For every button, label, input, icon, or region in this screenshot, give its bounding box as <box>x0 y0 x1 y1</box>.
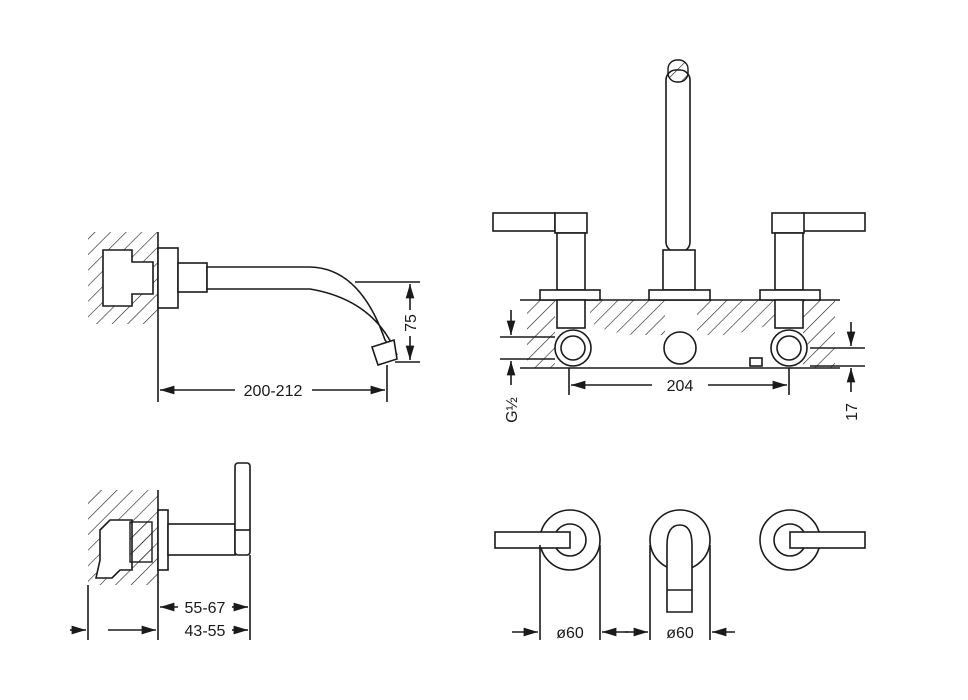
right-lever <box>789 531 866 549</box>
right-lever <box>802 212 866 232</box>
outer-dimension: 55-67 <box>185 600 226 617</box>
stem <box>167 523 236 556</box>
thread-dimension: G½ <box>504 397 521 423</box>
spout <box>666 524 693 613</box>
top-view: ø60 ø60 <box>494 509 866 642</box>
spout-pipe <box>206 266 398 356</box>
length-dimension: 200-212 <box>244 383 303 400</box>
drop-dimension: 75 <box>403 314 420 332</box>
shower-head-icon <box>667 59 689 83</box>
flange <box>157 509 169 571</box>
valve-body <box>102 249 154 307</box>
spout-nozzle <box>370 338 398 366</box>
centers-dimension: 204 <box>667 378 694 395</box>
depth-dimension: 17 <box>844 403 861 421</box>
collar <box>177 262 208 293</box>
flange <box>157 247 179 309</box>
spout-collar <box>662 249 696 291</box>
front-view: G½ 17 204 <box>492 59 866 423</box>
cartridge-icon <box>129 521 153 563</box>
spout-side-view: 75 200-212 <box>88 232 420 402</box>
lever <box>234 462 251 556</box>
inner-dimension: 43-55 <box>185 623 226 640</box>
hand-shower-tube <box>665 69 691 253</box>
left-diameter-dimension: ø60 <box>556 625 584 642</box>
middle-diameter-dimension: ø60 <box>666 625 694 642</box>
left-lever <box>492 212 556 232</box>
left-lever <box>494 531 571 549</box>
handle-side-view: 55-67 43-55 <box>70 462 251 640</box>
valve-body <box>95 519 133 579</box>
